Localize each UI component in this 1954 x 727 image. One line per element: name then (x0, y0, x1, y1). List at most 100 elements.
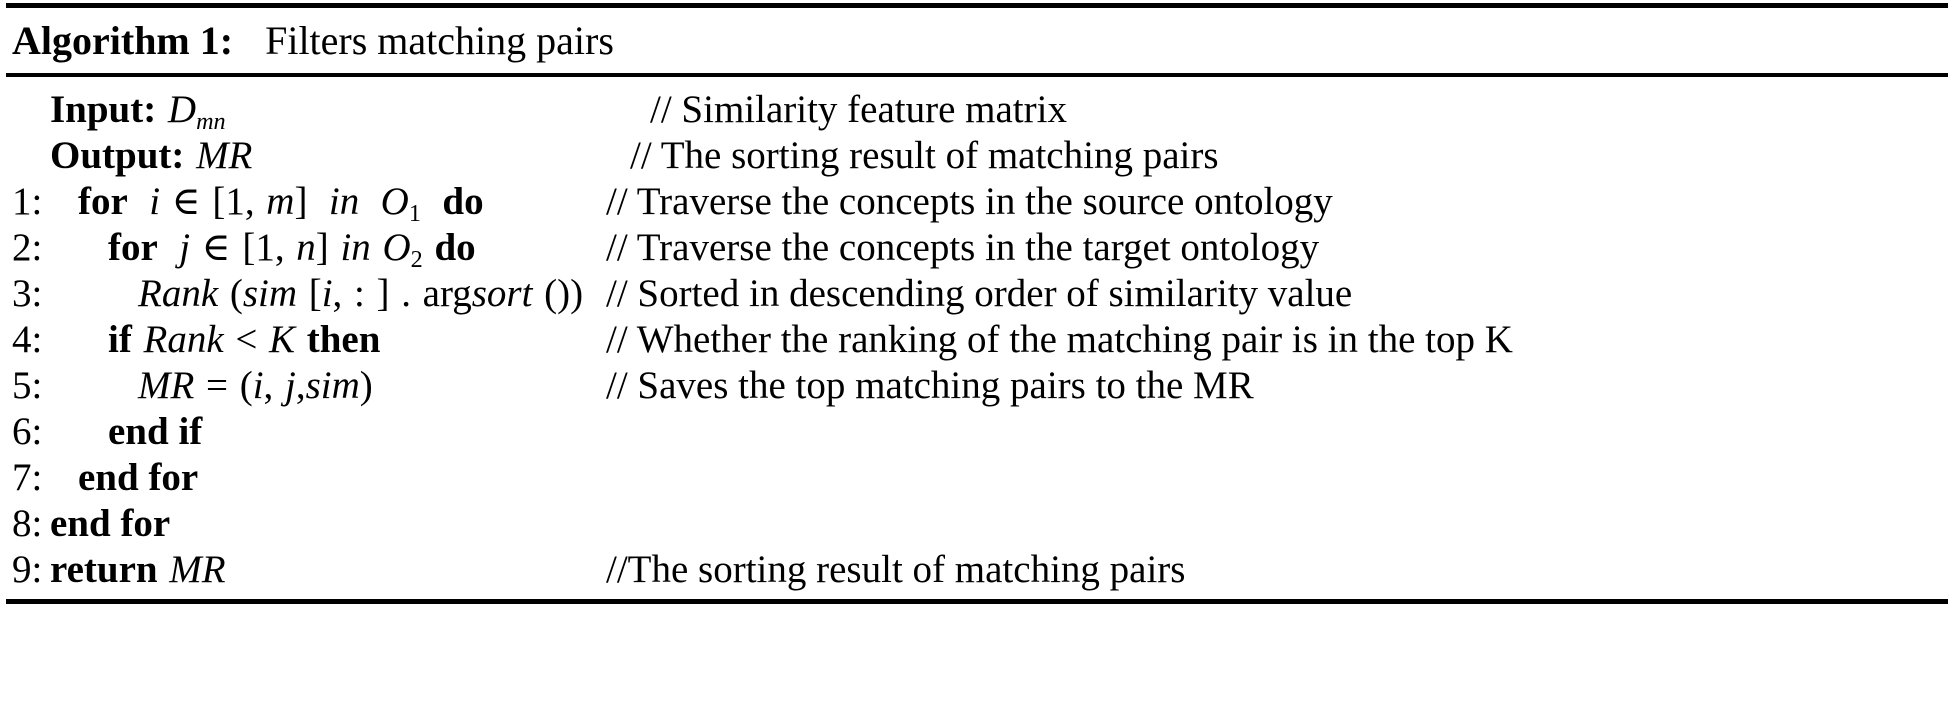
line-code: Output: MR (50, 133, 630, 179)
caption-text: Filters matching pairs (265, 18, 614, 63)
line-code: end for (50, 501, 170, 547)
line-number: 8: (12, 502, 43, 545)
algorithm-line-input: Input:Dmn // Similarity feature matrix (6, 87, 1948, 135)
paren-open: ( (229, 272, 243, 315)
symbol-MR: MR (138, 364, 195, 407)
line-comment: // Whether the ranking of the matching p… (606, 318, 1513, 361)
paren-close: ) (570, 272, 584, 315)
paren-close: ) (359, 364, 373, 407)
keyword-then: then (306, 318, 381, 361)
line-code: MR=(i,j,sim) (50, 363, 606, 409)
symbol-j: j (179, 226, 191, 269)
comma: , (263, 364, 274, 407)
top-rule (6, 3, 1948, 8)
symbol-MR: MR (169, 548, 226, 591)
symbol-m: m (266, 180, 295, 223)
symbol-K: K (269, 318, 296, 361)
algorithm-line-8: 8: end for (6, 501, 1948, 547)
line-number: 6: (12, 410, 43, 453)
method-sort: sort (471, 272, 533, 315)
symbol-Rank: Rank (138, 272, 219, 315)
subscript-mn: mn (196, 107, 226, 135)
symbol-i: i (252, 364, 264, 407)
line-number: 1: (12, 180, 43, 223)
algorithm-line-3: 3: Rank(sim[i,:].argsort()) // Sorted in… (6, 271, 1948, 317)
subscript-2: 2 (410, 245, 423, 273)
paren-open: ( (239, 364, 253, 407)
keyword-end-for: end for (50, 502, 171, 545)
symbol-Rank: Rank (143, 318, 224, 361)
symbol-sim: sim (242, 272, 298, 315)
symbol-j: j (284, 364, 296, 407)
keyword-for: for (108, 226, 158, 269)
algorithm-caption: Algorithm 1: Filters matching pairs (6, 8, 1948, 73)
algorithm-line-9: 9: return MR //The sorting result of matc… (6, 547, 1948, 593)
symbol-i: i (149, 180, 161, 223)
line-comment: // Saves the top matching pairs to the M… (606, 364, 1254, 407)
bracket-close: ] (376, 272, 390, 315)
line-code: Input:Dmn (50, 87, 650, 145)
line-comment: // Similarity feature matrix (650, 88, 1067, 131)
subscript-1: 1 (408, 199, 421, 227)
colon: : (353, 272, 365, 315)
line-code: end for (50, 455, 198, 501)
algorithm-line-6: 6: end if (6, 409, 1948, 455)
symbol-D: D (167, 88, 197, 131)
line-comment: // Traverse the concepts in the target o… (606, 226, 1320, 269)
algorithm-line-5: 5: MR=(i,j,sim) // Saves the top matchin… (6, 363, 1948, 409)
operator-equals: = (206, 364, 228, 407)
line-code: end if (50, 409, 202, 455)
comma: , (295, 364, 306, 407)
keyword-in: in (340, 226, 371, 269)
line-comment: // The sorting result of matching pairs (630, 134, 1219, 177)
bottom-rule (6, 599, 1948, 604)
bracket-close: ] (315, 226, 329, 269)
bracket-open: [ (242, 226, 256, 269)
symbol-MR: MR (196, 134, 253, 177)
caption-label: Algorithm 1: (12, 18, 234, 63)
algorithm-line-7: 7: end for (6, 455, 1948, 501)
keyword-do: do (442, 180, 484, 223)
line-code: return MR (50, 547, 606, 593)
keyword-end-if: end if (108, 410, 203, 453)
line-number: 3: (12, 272, 43, 315)
comma: , (274, 226, 285, 269)
keyword-end-for: end for (78, 456, 199, 499)
algorithm-body: Input:Dmn // Similarity feature matrix O… (6, 77, 1948, 599)
line-comment: //The sorting result of matching pairs (606, 548, 1186, 591)
output-label: Output: (50, 134, 185, 177)
line-comment: // Traverse the concepts in the source o… (606, 180, 1333, 223)
algorithm-float: Algorithm 1: Filters matching pairs Inpu… (0, 3, 1954, 727)
keyword-in: in (328, 180, 360, 223)
bracket-close: ] (294, 180, 308, 223)
algorithm-line-output: Output: MR // The sorting result of match… (6, 133, 1948, 179)
dot-operator: . (401, 272, 411, 315)
line-number: 7: (12, 456, 43, 499)
comma: , (332, 272, 343, 315)
empty-parens: () (544, 272, 571, 315)
symbol-element-of: ∈ (171, 180, 201, 223)
line-number: 9: (12, 548, 43, 591)
caption-rule (6, 73, 1948, 77)
line-comment: // Sorted in descending order of similar… (606, 272, 1353, 315)
method-arg: arg (422, 272, 472, 315)
number-one: 1 (225, 180, 245, 223)
symbol-sim: sim (305, 364, 360, 407)
line-number: 5: (12, 364, 43, 407)
line-code: Rank(sim[i,:].argsort()) (50, 271, 606, 317)
keyword-if: if (108, 318, 132, 361)
input-label: Input: (50, 88, 157, 131)
line-number: 2: (12, 226, 43, 269)
keyword-return: return (50, 548, 158, 591)
symbol-O: O (380, 180, 409, 223)
line-number: 4: (12, 318, 43, 361)
symbol-element-of: ∈ (201, 226, 231, 269)
bracket-open: [ (212, 180, 226, 223)
symbol-n: n (296, 226, 316, 269)
